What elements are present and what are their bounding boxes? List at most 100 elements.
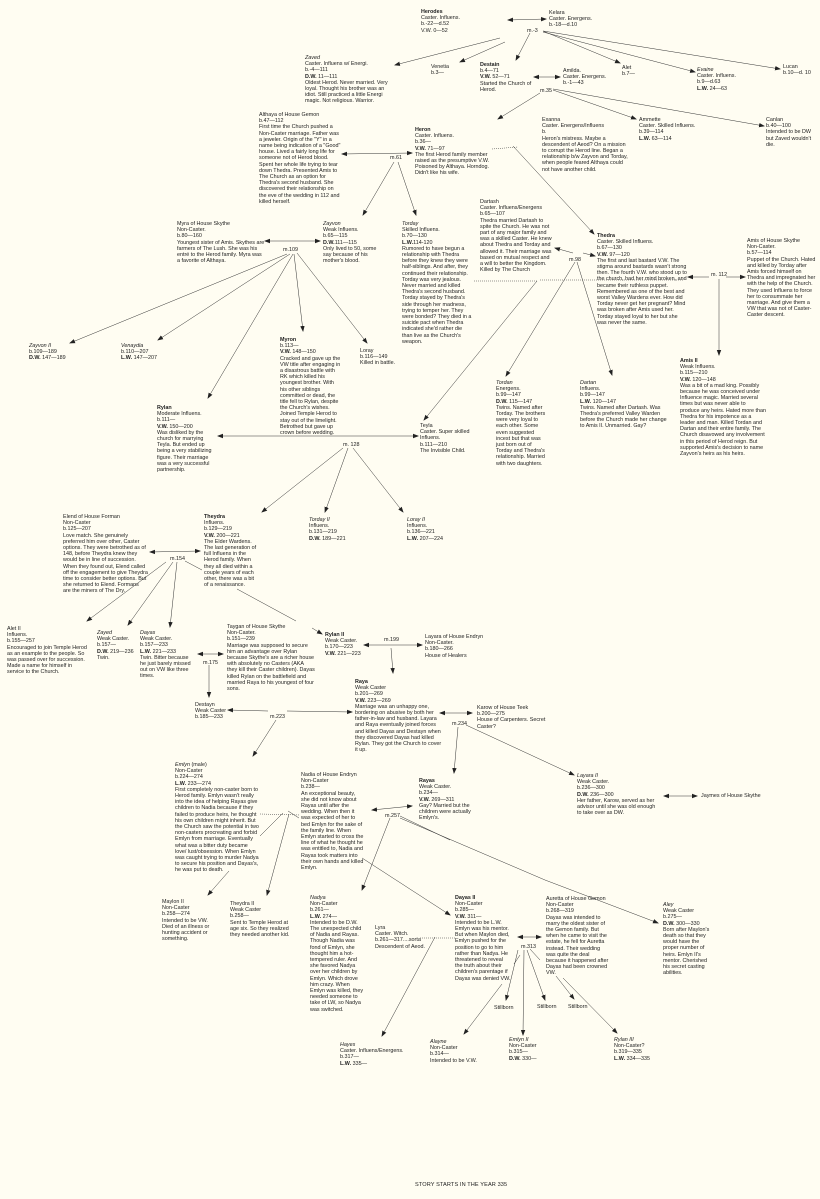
person-detail: Weak Caster. (325, 638, 358, 645)
person-name: Jaymes of House Skythe (701, 793, 771, 799)
person-detail: Weak Caster. (419, 784, 452, 791)
person-detail: b.185—233 (195, 714, 223, 721)
person-name: Amis II (680, 358, 766, 364)
term-label: D.W. (305, 73, 317, 80)
person-stillborn3: Stillborn (568, 1004, 598, 1010)
person-detail: b.285— (455, 907, 474, 914)
person-detail: Intended to be V.W. (430, 1057, 477, 1064)
marriage-label: m.-3 (527, 28, 538, 34)
person-detail: Intended to be L.W. Emlyn was his mentor… (455, 919, 511, 982)
person-detail: b.110—207 (121, 349, 149, 356)
person-name: Auretta of House Gemon (546, 896, 610, 902)
person-detail: Caster. Energens. (563, 74, 607, 81)
person-title-term: L.W. 233—274 (175, 781, 259, 787)
marriage-label: m.35 (540, 88, 552, 94)
person-name: Taygan of House Skythe (227, 624, 315, 630)
person-detail: b.65—107 (480, 211, 505, 218)
person-detail: b.155—257 (7, 638, 35, 645)
name-text: Auretta of House Gemon (546, 896, 606, 902)
person-detail: b.-4—111 (305, 67, 328, 74)
person-name: Rylan III (614, 1037, 654, 1043)
person-title-term: V.W. 223—269 (355, 698, 443, 704)
term-label: V.W. (419, 796, 430, 803)
person-detail: First time the Church pushed a Non-Caste… (259, 124, 341, 205)
person-detail: b.99—147 (496, 392, 521, 399)
name-text: Myron (280, 337, 297, 343)
name-text: Nadya (310, 895, 326, 901)
name-text: Heron (415, 127, 431, 133)
person-detail: b.157— (97, 642, 116, 649)
marriage-label: m. 128 (343, 442, 360, 448)
person-name: Layara II (577, 773, 661, 779)
term-label: D.W. (496, 398, 508, 405)
person-detail: b.9—d.63 (697, 79, 721, 86)
term-label: D.W. (577, 791, 589, 798)
name-text: Zayvon (323, 221, 341, 227)
term-years: 114-120 (413, 239, 433, 246)
person-title-term: L.W. 334—335 (614, 1056, 654, 1062)
person-detail: b.125—207 (63, 526, 91, 533)
term-years: 11—111 (316, 73, 338, 80)
term-label: V.W. (325, 650, 336, 657)
person-name: Dartash (480, 199, 553, 205)
person-stillborn2: Stillborn (537, 1004, 567, 1010)
person-title-term: L.W. 120—147 (580, 399, 668, 405)
person-name: Althaya of House Gemon (259, 112, 341, 118)
name-text: Torday (402, 221, 419, 227)
person-name: Destain (480, 62, 532, 68)
person-detail: Weak Caster. (140, 636, 173, 643)
person-name: Venetia (431, 64, 461, 70)
person-name: Zayvon II (29, 343, 79, 349)
person-detail: Oldest Herod. Never married. Very loyal.… (305, 79, 388, 105)
person-detail: b.39—114 (639, 129, 664, 136)
person-title-term: L.W. 335— (340, 1061, 410, 1067)
name-text: Teyla (420, 423, 433, 429)
person-title-term: L.W. 63—114 (639, 136, 709, 142)
name-text: Raya (355, 679, 368, 685)
person-detail: b.258— (230, 913, 249, 920)
person-name: Stillborn (568, 1004, 598, 1010)
name-text: Alayne (430, 1039, 447, 1045)
person-detail: Puppet of the Church. Hated and killed b… (747, 256, 816, 319)
person-name: Myra of House Skythe (177, 221, 265, 227)
name-text: Zayvon II (29, 343, 52, 349)
term-label: L.W. (140, 648, 152, 655)
term-label: V.W. (157, 423, 168, 430)
person-detail: Caster. Influens/Energens (480, 205, 543, 212)
term-label: L.W. (121, 355, 133, 362)
person-detail: b.47—112 (259, 118, 284, 125)
person-detail: Descendent of Aeod. (375, 943, 426, 950)
term-label: V.W. (680, 376, 691, 383)
person-detail: b.201—269 (355, 691, 383, 698)
person-detail: b.111—210 (420, 441, 448, 448)
term-label: V.W. (480, 74, 491, 81)
name-text: Alet II (7, 626, 21, 632)
person-name: Alet II (7, 626, 89, 632)
person-title-term: V.W. 71—97 (415, 146, 500, 152)
name-text: Venetia (431, 64, 449, 70)
person-name: Myron (280, 337, 342, 343)
person-name: Amilda. (563, 68, 623, 74)
person-title-term: D.W. 189—221 (309, 536, 359, 542)
person-detail: Non-Caster. (177, 227, 206, 234)
person-detail: Non-Caster. (227, 630, 256, 637)
person-detail: b.180—266 (425, 646, 453, 653)
term-years: 300—330 (674, 920, 700, 927)
person-title-term: D.W. 236—300 (577, 792, 661, 798)
